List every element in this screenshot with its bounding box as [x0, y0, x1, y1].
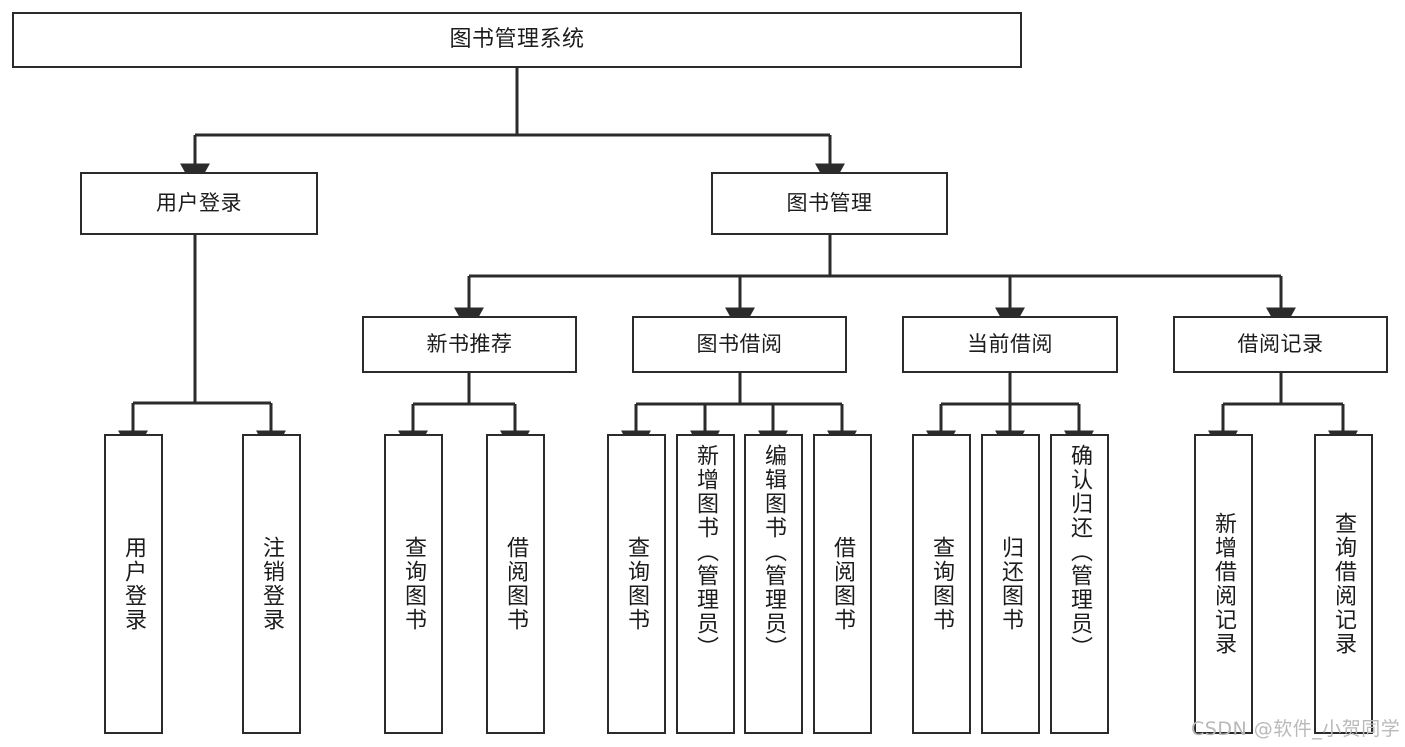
leaf-borrow-add-book[interactable]: 新增图书（管理员）: [676, 434, 735, 734]
node-label: 借阅图书: [503, 536, 529, 632]
leaf-records-add[interactable]: 新增借阅记录: [1194, 434, 1253, 734]
leaf-new-book-query[interactable]: 查询图书: [384, 434, 443, 734]
node-current-borrow[interactable]: 当前借阅: [902, 316, 1118, 373]
node-book-management[interactable]: 图书管理: [711, 172, 948, 235]
csdn-watermark: CSDN @软件_小贺同学: [1191, 718, 1401, 740]
leaf-records-query[interactable]: 查询借阅记录: [1314, 434, 1373, 734]
leaf-current-return-book[interactable]: 归还图书: [981, 434, 1040, 734]
node-label: 归还图书: [998, 536, 1024, 632]
node-label: 查询图书: [929, 536, 955, 632]
node-book-borrow[interactable]: 图书借阅: [632, 316, 847, 373]
node-root-system[interactable]: 图书管理系统: [12, 12, 1022, 68]
node-label: 确认归还（管理员）: [1067, 444, 1093, 660]
leaf-borrow-borrow-book[interactable]: 借阅图书: [813, 434, 872, 734]
node-label: 新增借阅记录: [1211, 512, 1237, 656]
node-label: 查询借阅记录: [1331, 512, 1357, 656]
node-label: 注销登录: [259, 536, 285, 632]
node-label: 借阅图书: [830, 536, 856, 632]
node-label: 图书管理系统: [449, 27, 585, 53]
node-label: 新增图书（管理员）: [693, 444, 719, 660]
leaf-new-book-borrow[interactable]: 借阅图书: [486, 434, 545, 734]
leaf-user-login[interactable]: 用户登录: [104, 434, 163, 734]
node-label: 图书管理: [786, 191, 873, 216]
node-label: 用户登录: [156, 191, 242, 216]
node-new-book-recommend[interactable]: 新书推荐: [362, 316, 577, 373]
node-borrow-records[interactable]: 借阅记录: [1173, 316, 1388, 373]
node-label: 用户登录: [121, 536, 147, 632]
node-label: 图书借阅: [696, 332, 783, 357]
node-label: 借阅记录: [1237, 332, 1324, 357]
node-label: 查询图书: [401, 536, 427, 632]
node-label: 当前借阅: [967, 332, 1053, 357]
node-label: 新书推荐: [426, 332, 513, 357]
leaf-user-logout[interactable]: 注销登录: [242, 434, 301, 734]
node-user-login[interactable]: 用户登录: [80, 172, 318, 235]
node-label: 查询图书: [624, 536, 650, 632]
leaf-borrow-query-book[interactable]: 查询图书: [607, 434, 666, 734]
leaf-borrow-edit-book[interactable]: 编辑图书（管理员）: [744, 434, 803, 734]
leaf-current-query-book[interactable]: 查询图书: [912, 434, 971, 734]
node-label: 编辑图书（管理员）: [761, 444, 787, 660]
leaf-current-confirm-return[interactable]: 确认归还（管理员）: [1050, 434, 1109, 734]
